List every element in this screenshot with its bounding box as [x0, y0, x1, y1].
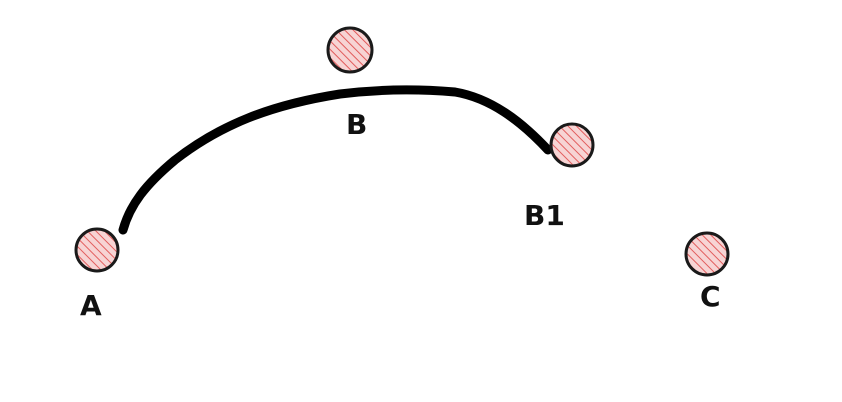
point-a-dot	[74, 227, 120, 273]
point-b1-label: B1	[524, 199, 565, 232]
point-b1: B1	[524, 122, 595, 232]
point-c-label: C	[700, 280, 721, 313]
point-b: B	[326, 26, 374, 141]
point-c-dot	[684, 231, 730, 277]
arc-path-a-to-b1	[118, 85, 553, 235]
point-a-label: A	[80, 289, 102, 322]
point-b-dot	[326, 26, 374, 74]
point-b-label: B	[346, 108, 367, 141]
point-a: A	[74, 227, 120, 322]
point-c: C	[684, 231, 730, 313]
point-b1-dot	[549, 122, 595, 168]
